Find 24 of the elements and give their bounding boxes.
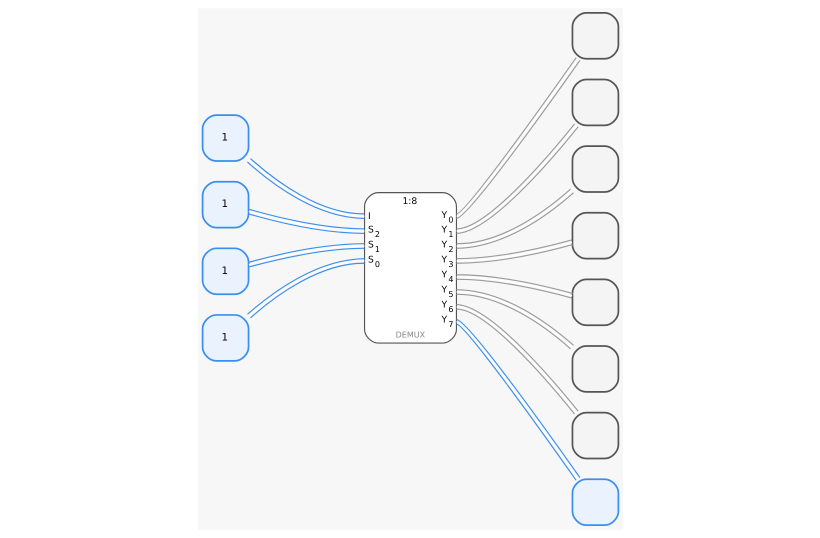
node-box — [571, 212, 619, 260]
node-box — [571, 78, 619, 126]
connector — [456, 188, 574, 249]
node-box: 1 — [201, 114, 249, 162]
node-box: 1 — [201, 180, 249, 229]
node-box — [571, 345, 619, 393]
node-box: 1 — [201, 247, 249, 296]
node-box — [571, 478, 619, 526]
connector — [456, 240, 572, 264]
connector — [248, 208, 364, 234]
connector — [456, 274, 572, 298]
node-box — [571, 145, 619, 193]
connector — [248, 243, 364, 268]
connector — [246, 158, 364, 220]
node-box — [571, 412, 619, 460]
connector — [456, 319, 580, 481]
connector — [456, 304, 578, 414]
connector — [246, 258, 364, 318]
node-box — [571, 278, 619, 326]
connector — [456, 124, 578, 234]
connector — [456, 289, 574, 350]
node-box — [571, 12, 619, 60]
connector — [456, 57, 580, 219]
node-box: 1 — [201, 314, 249, 362]
